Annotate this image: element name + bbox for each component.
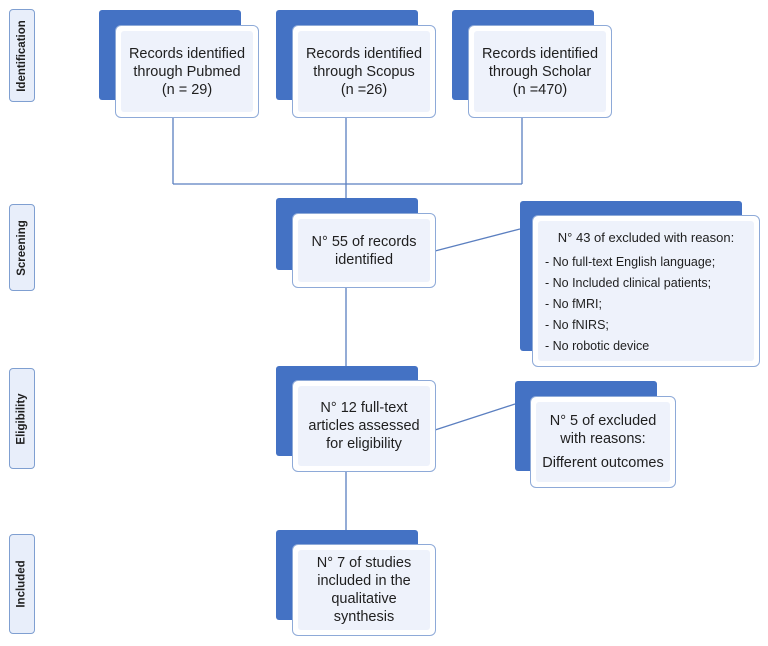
list-item: - No fMRI; (545, 297, 602, 311)
stage-label-eligibility: Eligibility (9, 368, 35, 469)
connector-eligibility-to-excluded (434, 403, 516, 431)
excluded-reasons-list: - No full-text English language; - No In… (545, 252, 715, 357)
pubmed-records-box: Records identified through Pubmed (n = 2… (115, 25, 259, 118)
screening-records-box: N° 55 of records identified (292, 213, 436, 288)
stage-label-identification: Identification (9, 9, 35, 102)
list-item: - No robotic device (545, 339, 650, 353)
list-item: - No full-text English language; (545, 255, 716, 269)
list-item: - No fNIRS; (545, 318, 609, 332)
screening-excluded-box: N° 43 of excluded with reason: - No full… (532, 215, 760, 367)
scholar-records-box: Records identified through Scholar (n =4… (468, 25, 612, 118)
included-studies-box: N° 7 of studies included in the qualitat… (292, 544, 436, 636)
eligibility-assessed-box: N° 12 full-text articles assessed for el… (292, 380, 436, 472)
stage-label-included: Included (9, 534, 35, 634)
stage-label-screening: Screening (9, 204, 35, 291)
eligibility-excluded-box: N° 5 of excluded with reasons: Different… (530, 396, 676, 488)
scopus-records-box: Records identified through Scopus (n =26… (292, 25, 436, 118)
list-item: - No Included clinical patients; (545, 276, 712, 290)
connector-screening-to-excluded (434, 228, 521, 252)
